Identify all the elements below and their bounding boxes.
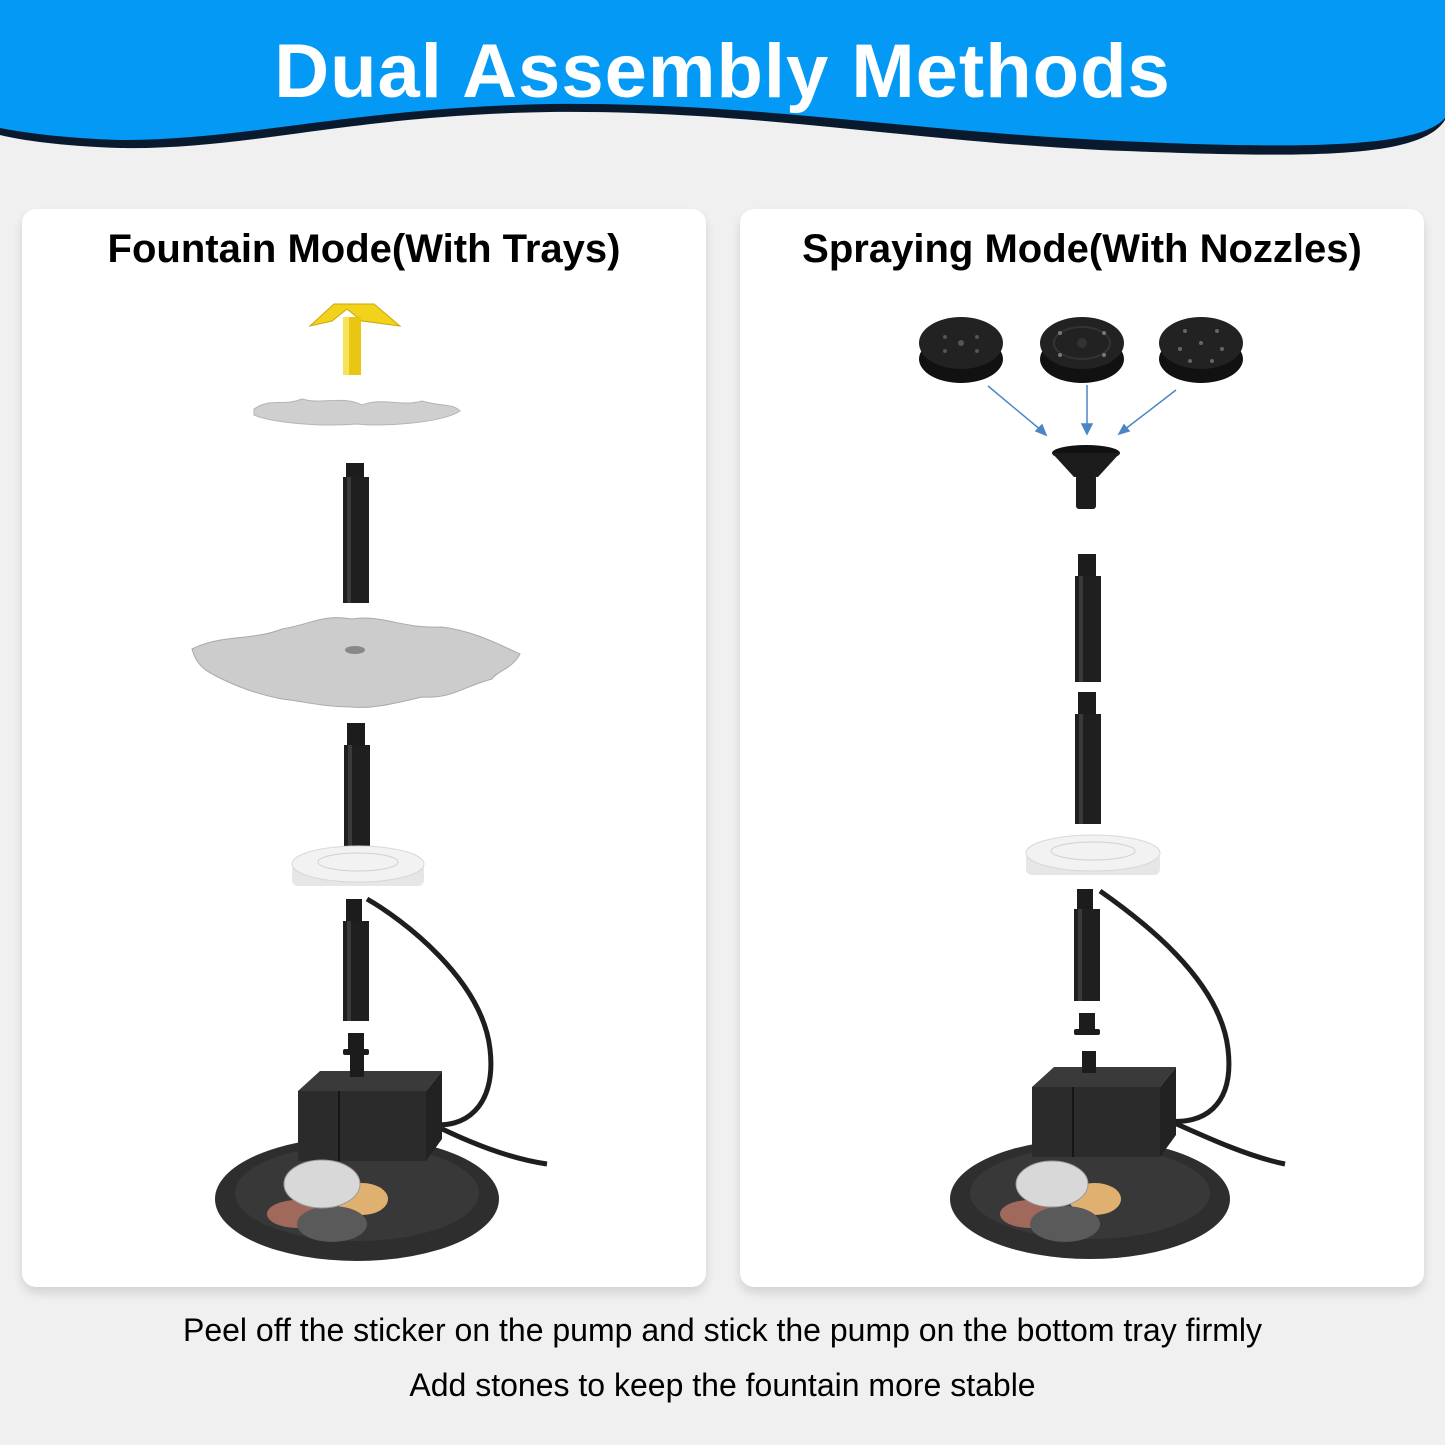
extension-tube-icon (1075, 692, 1101, 824)
spraying-mode-panel: Spraying Mode(With Nozzles) (740, 209, 1424, 1287)
pump-icon (298, 1055, 442, 1161)
extension-tube-icon (343, 899, 369, 1021)
power-cable-icon (1098, 888, 1286, 1167)
page-title: Dual Assembly Methods (274, 29, 1171, 114)
adapter-icon (343, 1033, 369, 1055)
nozzle-base-icon (1052, 445, 1120, 509)
instruction-caption-1: Peel off the sticker on the pump and sti… (182, 1312, 1263, 1348)
power-cable-icon (365, 896, 548, 1167)
yellow-nozzle-icon (308, 303, 402, 375)
floating-ring-icon (291, 845, 425, 886)
extension-tube-icon (343, 463, 369, 603)
spraying-mode-diagram (919, 317, 1286, 1259)
nozzle-head-3-icon (1159, 317, 1243, 383)
wave-banner-shape (0, 0, 1445, 155)
nozzle-head-2-icon (1040, 317, 1124, 383)
arrow-icons (987, 385, 1177, 437)
nozzle-head-1-icon (919, 317, 1003, 383)
pump-icon (1032, 1051, 1176, 1157)
extension-tube-icon (1075, 554, 1101, 682)
spraying-mode-title: Spraying Mode(With Nozzles) (802, 227, 1362, 271)
instruction-caption-2: Add stones to keep the fountain more sta… (409, 1367, 1036, 1403)
fountain-mode-title: Fountain Mode(With Trays) (107, 227, 621, 271)
small-wavy-tray-icon (253, 398, 461, 426)
fountain-mode-diagram (191, 303, 548, 1261)
fountain-mode-panel: Fountain Mode(With Trays) (22, 209, 706, 1287)
extension-tube-icon (344, 723, 370, 855)
header-banner: Dual Assembly Methods (0, 0, 1445, 180)
extension-tube-icon (1074, 889, 1100, 1001)
stones-icon (267, 1159, 388, 1242)
large-wavy-tray-icon (191, 617, 521, 708)
floating-ring-icon (1025, 834, 1161, 875)
adapter-icon (1074, 1013, 1100, 1035)
stones-icon (1000, 1160, 1121, 1242)
